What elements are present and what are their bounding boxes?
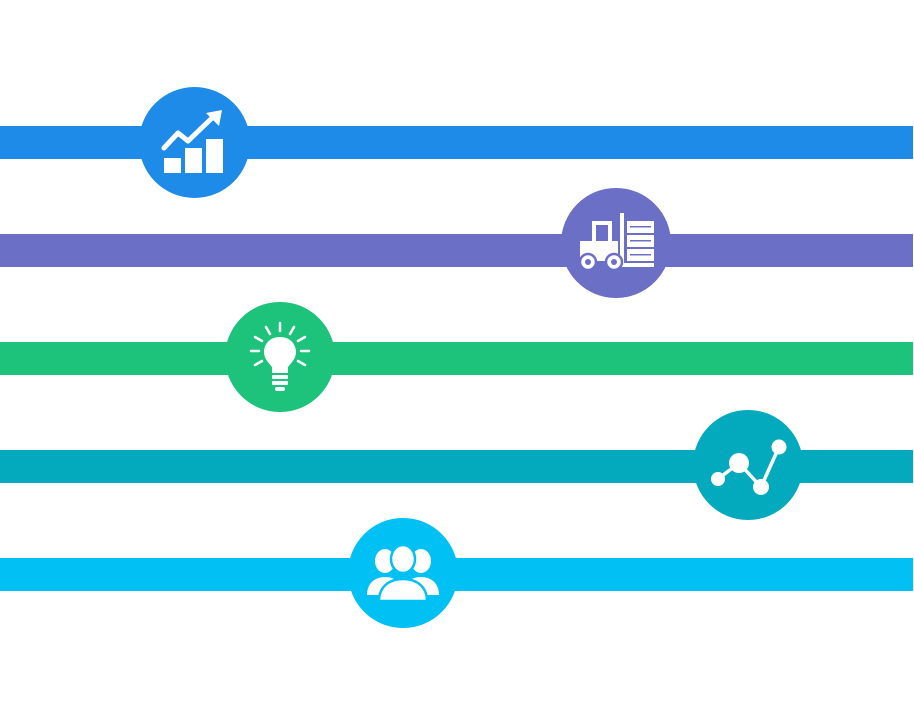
forklift-node [561, 188, 671, 298]
team-node [348, 518, 458, 628]
timeline-band-3 [0, 342, 913, 375]
timeline-band-2 [0, 234, 913, 267]
user-group-icon [367, 543, 439, 603]
growth-node [139, 87, 250, 198]
analytics-node [693, 410, 803, 520]
lightbulb-icon [249, 321, 311, 391]
growth-chart-icon [161, 109, 223, 173]
idea-node [225, 302, 335, 412]
timeline-band-1 [0, 126, 913, 159]
forklift-icon [578, 213, 654, 272]
line-graph-icon [711, 439, 787, 495]
